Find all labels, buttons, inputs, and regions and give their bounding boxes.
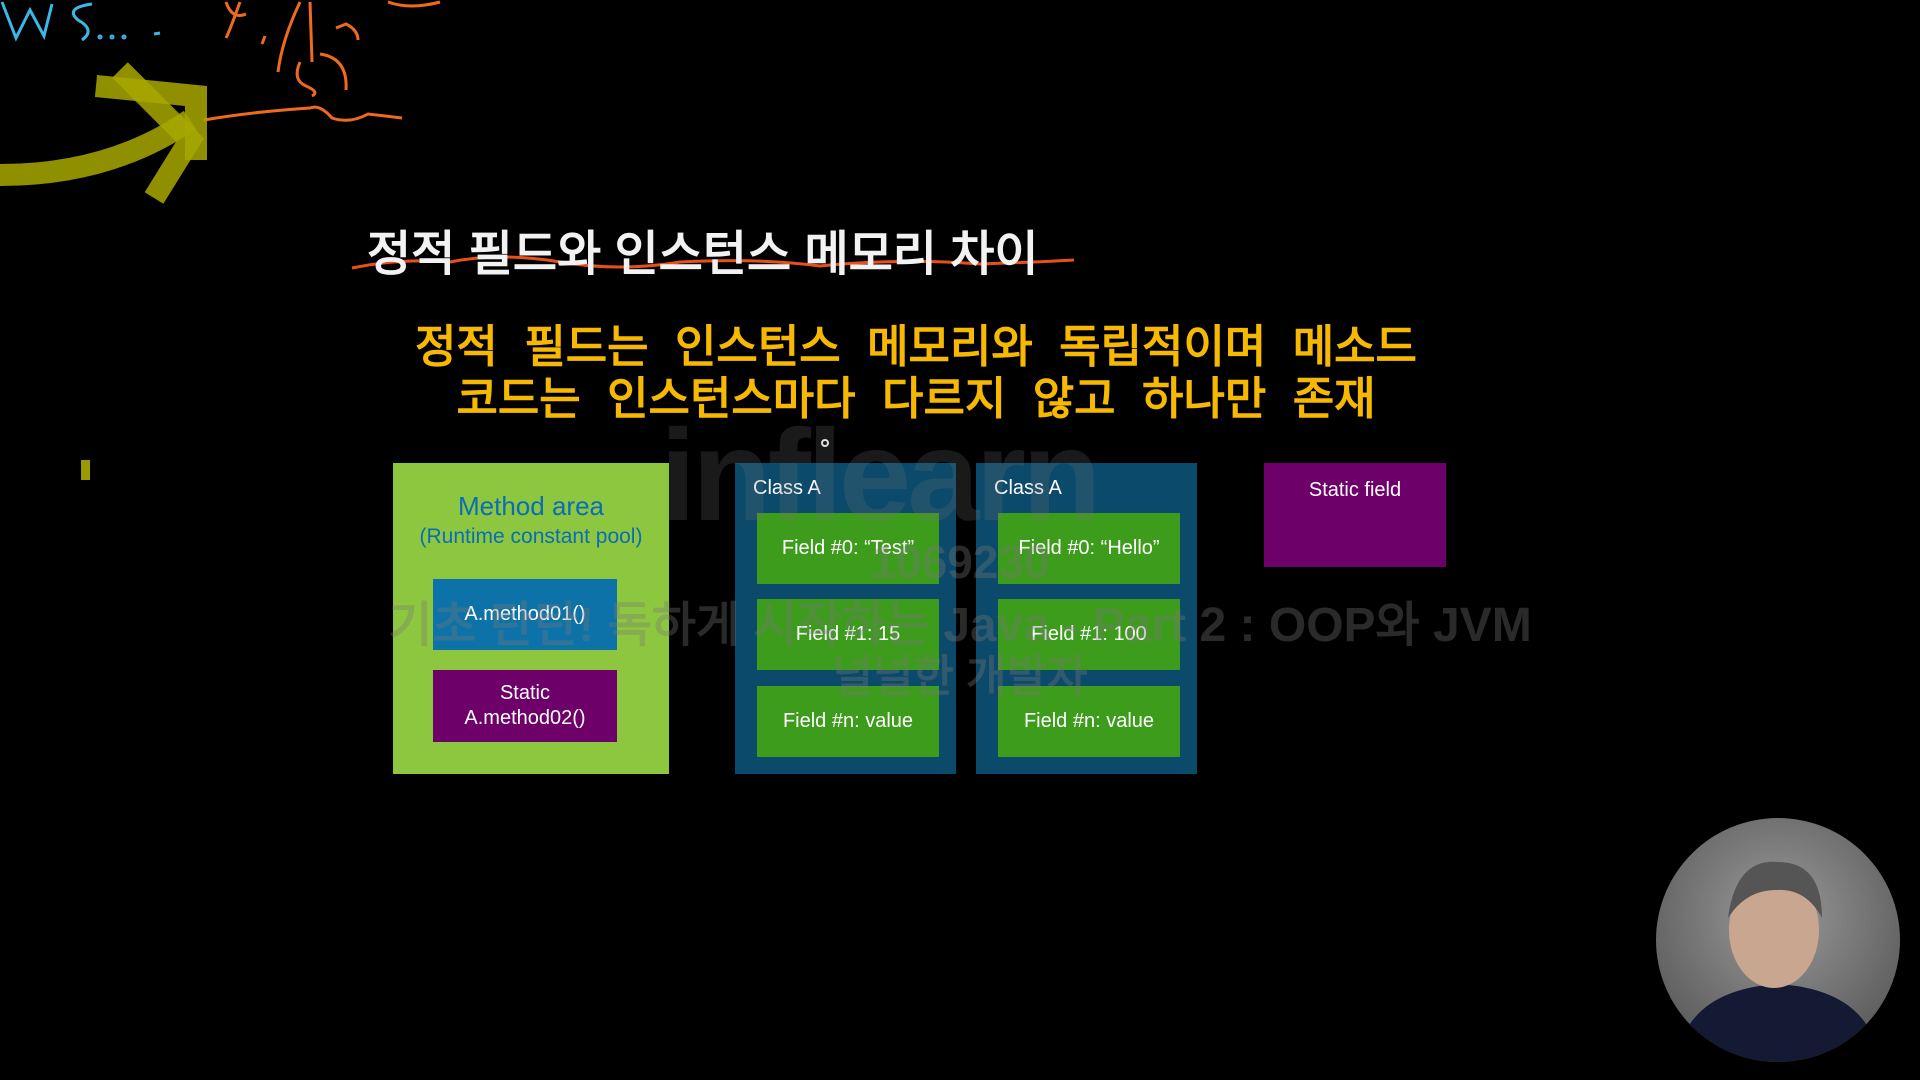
handwriting-cyan (0, 1, 161, 42)
arrow-highlight (0, 62, 207, 204)
watermark-id: 1069230 (870, 536, 1050, 588)
cursor-mark (81, 460, 90, 480)
method01-box: A.method01() (433, 579, 617, 650)
instance-field: Field #n: value (998, 686, 1180, 757)
instance-field: Field #0: “Hello” (998, 513, 1180, 584)
pointer-dot (821, 439, 829, 447)
slide-subtitle-line-1: 정적 필드는 인스턴스 메모리와 독립적이며 메소드 (415, 321, 1417, 372)
watermark-author: 널널한 개발자 (832, 652, 1088, 701)
instance-class-name: Class A (753, 477, 821, 499)
inflearn-watermark-logo: inflearn (660, 402, 1102, 548)
static-field-label: Static field (1308, 479, 1402, 501)
static-field-box: Static field (1264, 463, 1446, 567)
presenter-webcam (1656, 818, 1900, 1062)
static-method02-box: Static A.method02() (433, 670, 617, 742)
instance-class-name: Class A (994, 477, 1062, 499)
method-area-subtitle: (Runtime constant pool) (419, 525, 643, 548)
instance-field: Field #1: 15 (757, 599, 939, 670)
title-underline (351, 255, 1075, 270)
instance-field: Field #1: 100 (998, 599, 1180, 670)
method-area-title: Method area (458, 491, 604, 521)
instance-field: Field #0: “Test” (757, 513, 939, 584)
instance-field: Field #n: value (757, 686, 939, 757)
method-area-box: Method area (Runtime constant pool) A.me… (393, 463, 669, 774)
instance-box-1: Class A Field #0: “Test” Field #1: 15 Fi… (735, 463, 956, 774)
instance-box-2: Class A Field #0: “Hello” Field #1: 100 … (976, 463, 1197, 774)
handwriting-orange (203, 0, 441, 122)
slide-subtitle-line-2: 코드는 인스턴스마다 다르지 않고 하나만 존재 (456, 373, 1376, 424)
watermark-course: 기초 탄탄! 독하게 시작하는 Java - Part 2 : OOP와 JVM (388, 599, 1532, 652)
presenter-silhouette (1676, 861, 1880, 1062)
slide-title: 정적 필드와 인스턴스 메모리 차이 (367, 228, 1039, 281)
